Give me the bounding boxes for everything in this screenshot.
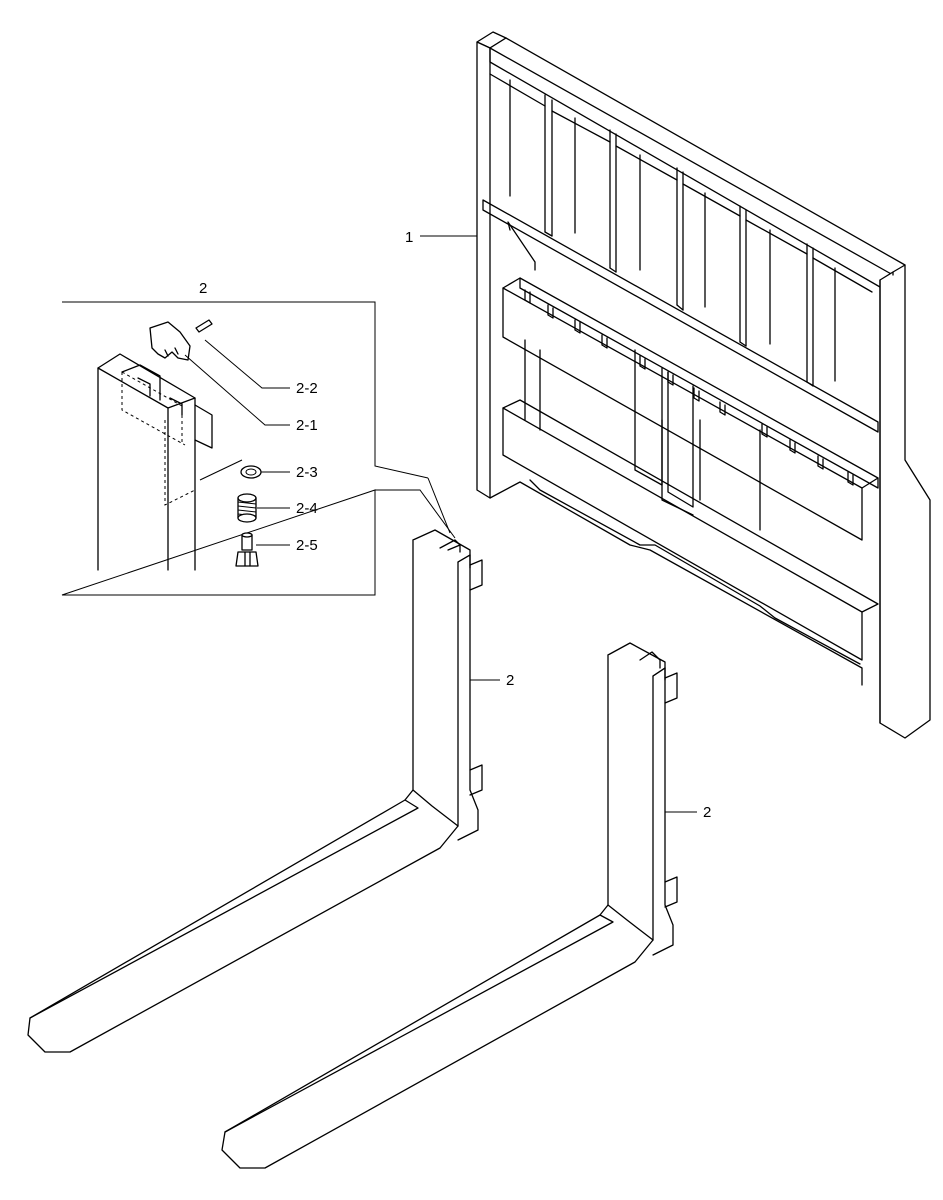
lock-plate xyxy=(149,321,191,361)
bolt xyxy=(235,532,259,567)
callout-2-4: 2-4 xyxy=(296,500,318,517)
fork-carriage xyxy=(476,31,931,739)
spring xyxy=(237,493,257,523)
callout-fork-right: 2 xyxy=(703,804,711,821)
fork-right xyxy=(221,642,678,1169)
callout-fork-left: 2 xyxy=(506,672,514,689)
pin xyxy=(195,319,213,333)
callout-2-2: 2-2 xyxy=(296,380,318,397)
callout-2-3: 2-3 xyxy=(296,464,318,481)
callout-2-5: 2-5 xyxy=(296,537,318,554)
detail-inset xyxy=(61,301,456,596)
callout-1: 1 xyxy=(405,229,413,246)
fork-left xyxy=(27,529,483,1053)
callout-detail-2: 2 xyxy=(199,280,207,297)
callout-2-1: 2-1 xyxy=(296,417,318,434)
washer xyxy=(240,465,262,479)
